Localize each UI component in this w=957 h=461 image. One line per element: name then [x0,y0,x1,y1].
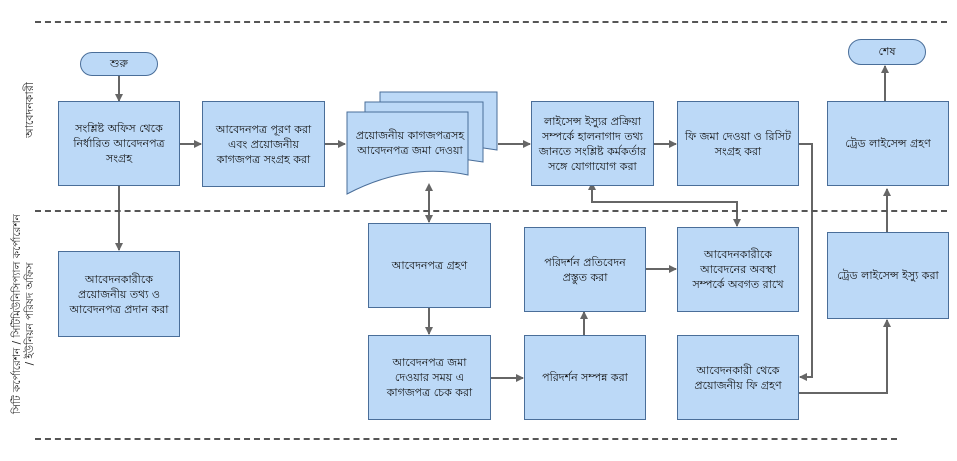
end-terminal: শেষ [848,39,926,65]
connector-contact-inform [588,182,741,227]
accept-application-box: আবেদনপত্র গ্রহণ [368,223,491,308]
document-stack-shape [346,91,498,195]
collect-fee-box: আবেদনকারী থেকে প্রয়োজনীয় ফি গ্রহণ [677,335,799,420]
contact-officer-box: লাইসেন্স ইস্যুর প্রক্রিয়া সম্পর্কে হালন… [531,101,654,186]
inspection-report-box: পরিদর্শন প্রতিবেদন প্রস্তুত করা [524,227,646,312]
start-terminal: শুরু [80,52,158,76]
lane-divider-bottom [35,438,897,440]
lane-label-office: সিটি কর্পোরেশন / সিটিমিউনিসিপ্যাল কর্পোর… [11,214,36,414]
connector-pay-collect [799,143,813,381]
submit-docs-text: প্রয়োজনীয় কাগজপত্রসহ আবেদনপত্র জমা দেও… [355,129,465,157]
lane-divider-middle [35,210,947,212]
provide-info-box: আবেদনকারীকে প্রয়োজনীয় তথ্য ও আবেদনপত্র… [58,251,180,337]
inform-status-box: আবেদনকারীকে আবেদনের অবস্থা সম্পর্কে অবগত… [677,227,799,312]
inspection-done-box: পরিদর্শন সম্পন্ন করা [524,335,646,420]
check-docs-box: আবেদনপত্র জমা দেওয়ার সময় এ কাগজপত্র চে… [368,335,491,420]
fill-form-box: আবেদনপত্র পূরণ করা এবং প্রয়োজনীয় কাগজপ… [202,101,325,187]
pay-fee-box: ফি জমা দেওয়া ও রিসিট সংগ্রহ করা [677,101,799,186]
collect-form-box: সংশ্লিষ্ট অফিস থেকে নির্ধারিত আবেদনপত্র … [58,101,180,186]
issue-license-box: ট্রেড লাইসেন্স ইস্যু করা [827,232,949,319]
connector-collect-issue [799,319,891,394]
lane-label-applicant: আবেদনকারী [23,82,36,138]
lane-divider-top [35,21,947,23]
receive-license-box: ট্রেড লাইসেন্স গ্রহণ [827,101,949,186]
